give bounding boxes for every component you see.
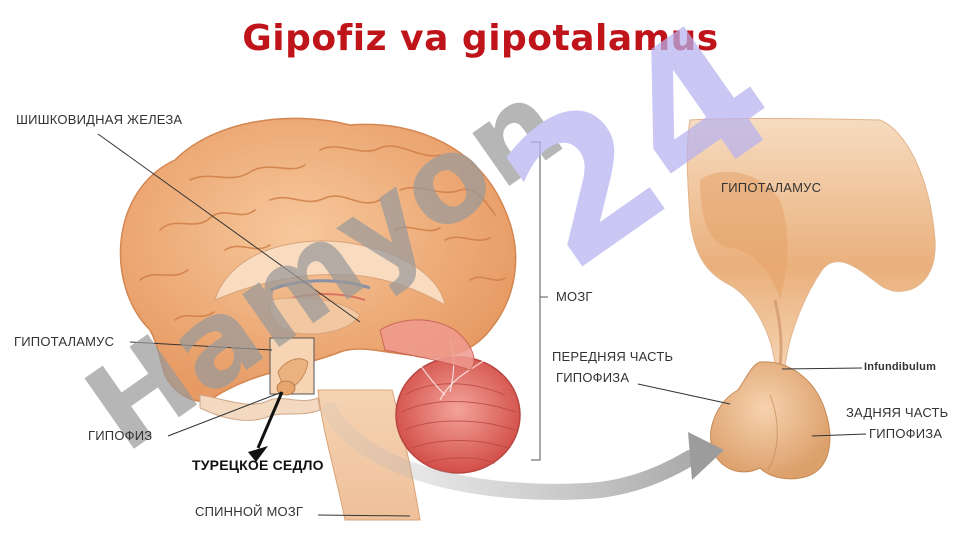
label-pineal-gland: ШИШКОВИДНАЯ ЖЕЛЕЗА: [16, 112, 183, 127]
brain-bracket: [531, 141, 548, 461]
label-spinal-cord: СПИННОЙ МОЗГ: [195, 504, 304, 519]
leader-lines: [97, 133, 867, 517]
pituitary-left: [276, 380, 296, 396]
brain-sagittal: [119, 117, 521, 521]
hypothalamus-enlarged: [686, 118, 936, 367]
transition-arrow: [322, 402, 724, 500]
label-brain: МОЗГ: [556, 289, 593, 304]
label-posterior-pituitary-2: ГИПОФИЗА: [869, 426, 943, 441]
pituitary-enlarged: [710, 361, 831, 480]
gyri: [139, 145, 506, 321]
sella-arrow: [248, 391, 284, 462]
label-sella-turcica: ТУРЕЦКОЕ СЕДЛО: [192, 457, 324, 473]
slide-title: Gipofiz va gipotalamus: [242, 18, 719, 59]
label-anterior-pituitary-1: ПЕРЕДНЯЯ ЧАСТЬ: [552, 349, 674, 364]
corpus-callosum: [214, 240, 446, 307]
label-anterior-pituitary-2: ГИПОФИЗА: [556, 370, 630, 385]
label-pituitary-left: ГИПОФИЗ: [88, 428, 153, 443]
label-infundibulum: Infundibulum: [864, 361, 937, 373]
cerebellum: [395, 356, 521, 474]
label-hypothalamus-left: ГИПОТАЛАМУС: [14, 334, 115, 349]
label-posterior-pituitary-1: ЗАДНЯЯ ЧАСТЬ: [846, 405, 949, 420]
label-hypothalamus-right: ГИПОТАЛАМУС: [721, 180, 822, 195]
